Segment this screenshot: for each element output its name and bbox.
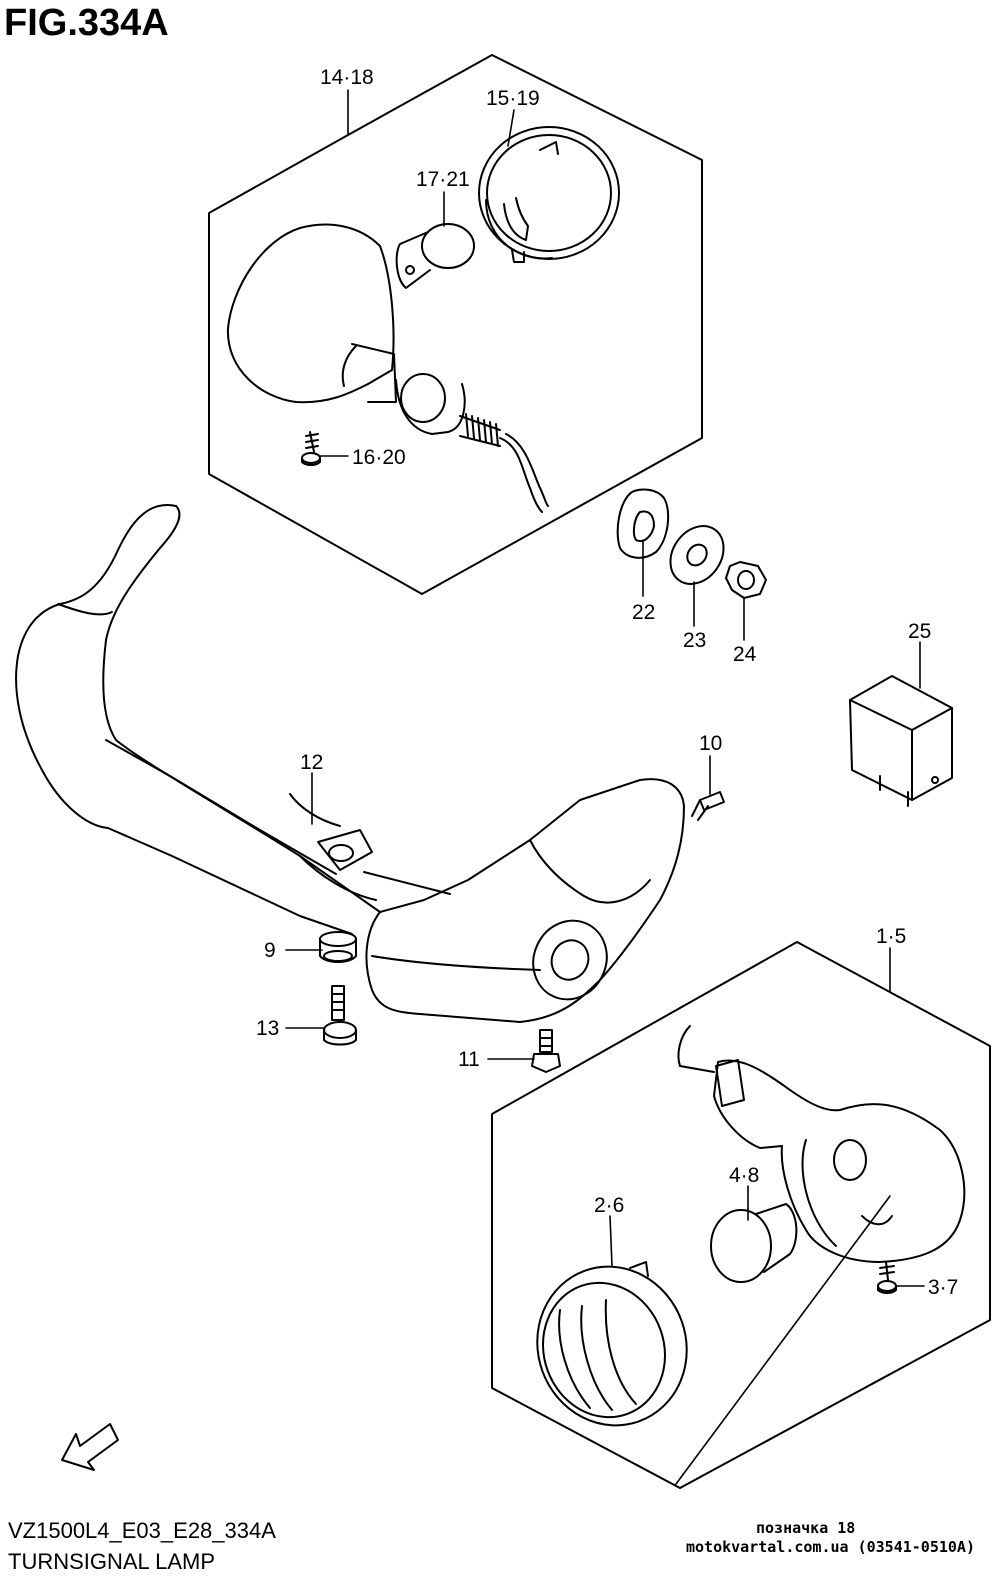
nut-24-part xyxy=(725,561,767,599)
callout-15-19: 15·19 xyxy=(486,87,540,110)
callout-1-5: 1·5 xyxy=(876,925,906,948)
callout-3-7: 3·7 xyxy=(928,1276,958,1299)
lower-lens-part xyxy=(536,1261,688,1427)
relay-25-part xyxy=(849,675,953,807)
callout-22: 22 xyxy=(632,601,655,624)
lower-assembly-frame xyxy=(491,941,991,1489)
watermark-line-2: motokvartal.com.ua (03541-0510A) xyxy=(686,1538,975,1556)
bolt-13-part xyxy=(323,985,357,1046)
fwd-arrow-icon xyxy=(61,1423,119,1471)
screw-3-7-part xyxy=(877,1261,897,1294)
figure-code: VZ1500L4_E03_E28_334A xyxy=(8,1518,276,1543)
callout-10: 10 xyxy=(699,732,722,755)
grommet-9-part xyxy=(319,931,357,963)
upper-assembly-frame xyxy=(208,54,703,595)
bracket-12-part xyxy=(15,503,685,1023)
callout-12: 12 xyxy=(300,751,323,774)
upper-lens-part xyxy=(478,126,620,263)
callout-23: 23 xyxy=(683,629,706,652)
callout-24: 24 xyxy=(733,643,757,666)
callout-4-8: 4·8 xyxy=(729,1164,759,1187)
screw-16-20-part xyxy=(301,431,321,466)
callout-25: 25 xyxy=(908,620,931,643)
screw-10-part xyxy=(691,791,725,821)
upper-bulb-part xyxy=(395,223,475,289)
callout-16-20: 16·20 xyxy=(352,446,406,469)
watermark-line-1: позначка 18 xyxy=(756,1519,856,1537)
figure-title: FIG.334A xyxy=(4,2,169,44)
washer-23-part xyxy=(669,525,725,585)
lower-bulb-part xyxy=(710,1203,798,1283)
callout-11: 11 xyxy=(458,1048,480,1071)
callout-17-21: 17·21 xyxy=(416,168,470,191)
callout-13: 13 xyxy=(256,1017,279,1040)
callout-9: 9 xyxy=(264,939,276,962)
callout-14-18: 14·18 xyxy=(320,66,374,89)
callout-2-6: 2·6 xyxy=(594,1194,624,1217)
fwd-label: FWD xyxy=(79,1434,106,1458)
grommet-22-part xyxy=(616,488,670,559)
bolt-11-part xyxy=(531,1029,561,1073)
lower-housing-part xyxy=(677,1025,966,1263)
upper-housing-part xyxy=(226,223,549,513)
leader-lines xyxy=(285,89,925,1485)
figure-name: TURNSIGNAL LAMP xyxy=(8,1549,216,1574)
